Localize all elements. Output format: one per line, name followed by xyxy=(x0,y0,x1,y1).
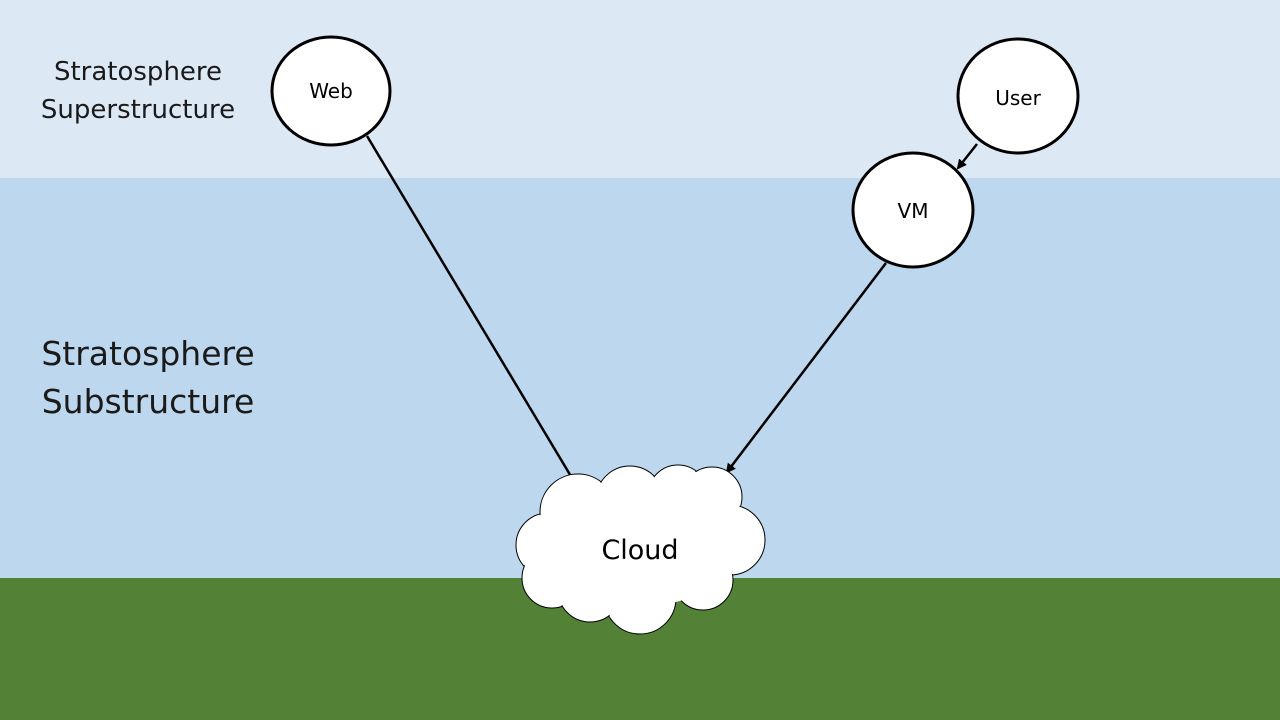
edge-web-to-cloud xyxy=(365,135,577,485)
vm-node: VM xyxy=(851,151,975,269)
substructure-label: Stratosphere Substructure xyxy=(41,334,255,421)
web-label: Web xyxy=(309,79,353,103)
edge-vm-to-cloud xyxy=(725,262,887,474)
edge-user-to-vm xyxy=(956,143,978,170)
user-label: User xyxy=(995,86,1041,110)
superstructure-label: Stratosphere Superstructure xyxy=(40,57,236,125)
web-node: Web xyxy=(270,35,392,147)
cloud-node: Cloud xyxy=(515,464,766,635)
vm-label: VM xyxy=(898,199,929,223)
user-node: User xyxy=(956,37,1080,155)
cloud-label: Cloud xyxy=(601,535,678,566)
